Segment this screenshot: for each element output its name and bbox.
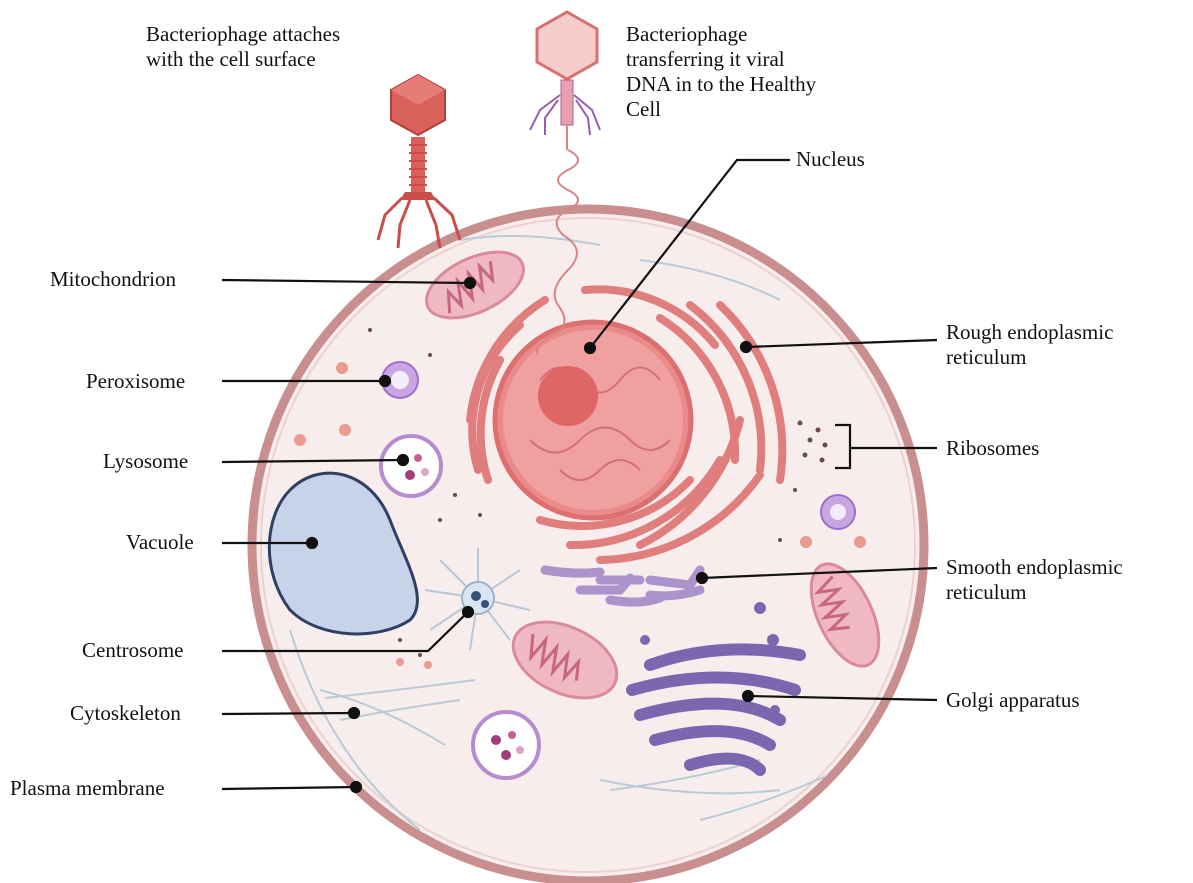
leader-lines bbox=[221, 158, 938, 794]
label-lysosome: Lysosome bbox=[103, 449, 189, 473]
label-plasma-membrane: Plasma membrane bbox=[10, 776, 165, 800]
mitochondrion-right bbox=[809, 562, 881, 668]
label-golgi: Golgi apparatus bbox=[946, 688, 1080, 712]
nucleolus bbox=[538, 366, 598, 426]
label-vacuole: Vacuole bbox=[126, 530, 194, 554]
label-cytoskeleton: Cytoskeleton bbox=[70, 701, 181, 725]
vesicles bbox=[294, 362, 866, 669]
label-nucleus: Nucleus bbox=[796, 147, 865, 171]
bacteriophage-injecting bbox=[529, 10, 601, 150]
nucleus bbox=[492, 319, 694, 521]
label-centrosome: Centrosome bbox=[82, 638, 184, 662]
bacteriophage-attaching bbox=[376, 73, 462, 249]
ribosomes bbox=[368, 328, 828, 657]
viral-dna bbox=[536, 149, 579, 356]
rough-er bbox=[466, 285, 787, 564]
label-mitochondrion: Mitochondrion bbox=[50, 267, 176, 291]
smooth-er bbox=[540, 565, 705, 607]
centrosome bbox=[424, 548, 531, 651]
mitochondrion-middle bbox=[511, 620, 619, 700]
label-ribosomes: Ribosomes bbox=[946, 436, 1040, 460]
golgi-apparatus bbox=[626, 602, 806, 776]
label-peroxisome: Peroxisome bbox=[86, 369, 186, 393]
vacuole bbox=[267, 471, 419, 636]
